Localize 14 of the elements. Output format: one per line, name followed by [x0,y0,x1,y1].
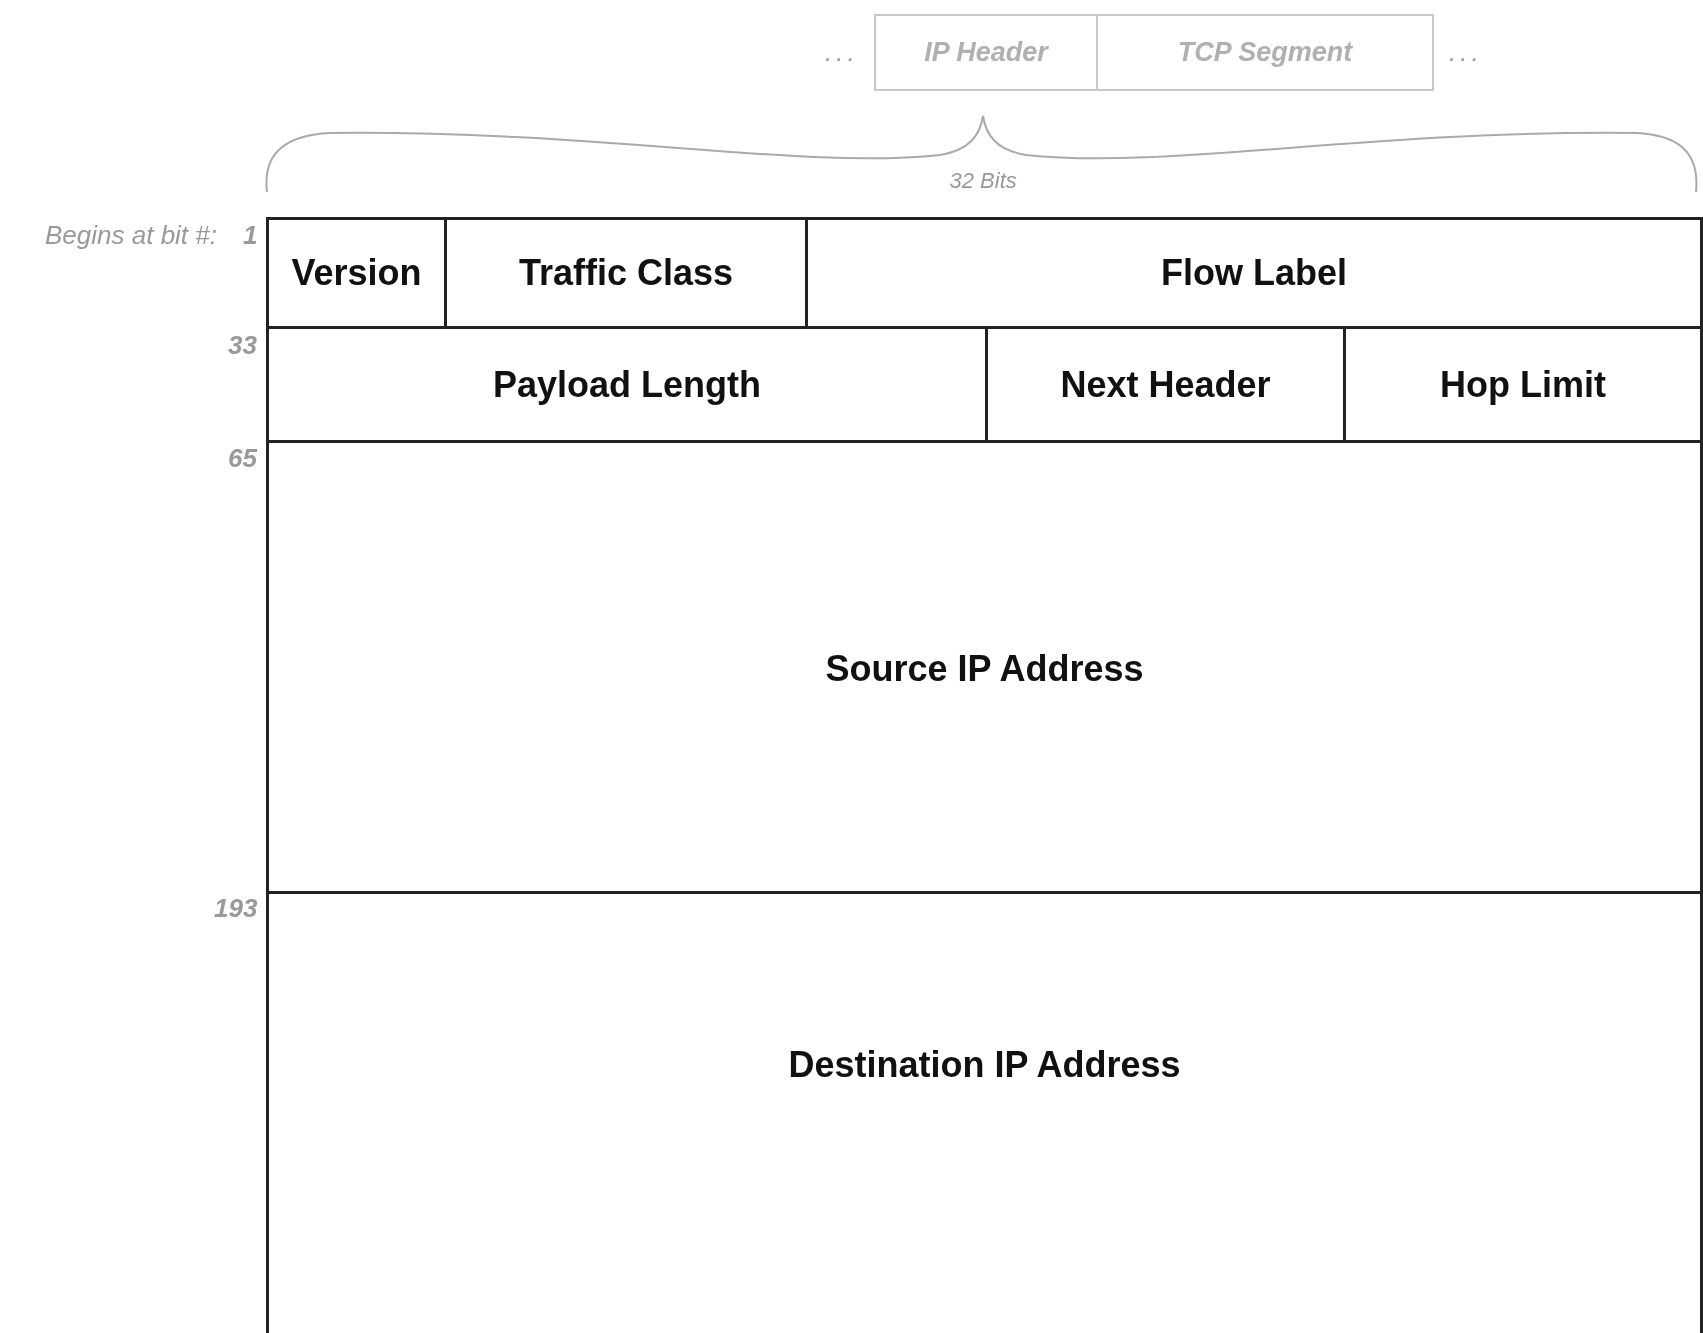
bit-number: 193 [214,892,258,924]
header-box: IP Header [874,14,1098,91]
header-field: Version [266,217,447,329]
header-field: Flow Label [805,217,1703,329]
bit-number: 33 [228,329,257,361]
ellipsis-text: ... [825,36,859,68]
address-field: Destination IP Address [266,891,1703,1333]
bit-number: 1 [243,219,258,251]
row-start-caption: Begins at bit #: [45,219,217,251]
bit-number: 65 [228,442,257,474]
ellipsis-text: ... [1449,36,1483,68]
segment-box: TCP Segment [1096,14,1434,91]
bit-width-label: 32 Bits [949,168,1017,194]
address-field: Source IP Address [266,440,1703,894]
